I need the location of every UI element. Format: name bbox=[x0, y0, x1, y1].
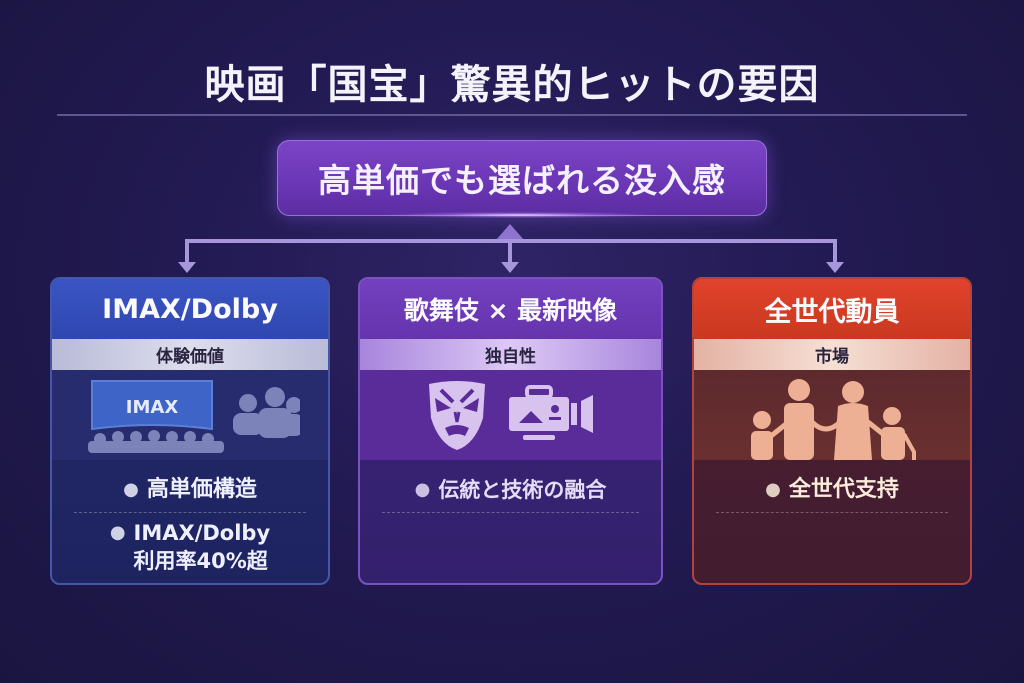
card-all-generations: 全世代動員 市場 ● 全世代支持 bbox=[692, 277, 972, 585]
card-heading: IMAX/Dolby bbox=[52, 279, 328, 339]
bullet-dot-icon: ● bbox=[414, 479, 431, 500]
card-body: ● 伝統と技術の融合 bbox=[360, 460, 661, 513]
title-divider bbox=[57, 114, 967, 116]
bullet-text: 高単価構造 bbox=[146, 477, 257, 502]
card-subheading: 市場 bbox=[694, 339, 970, 370]
arrow-down-icon bbox=[501, 262, 519, 273]
connector-left-stem bbox=[185, 239, 189, 263]
bullet-separator bbox=[74, 512, 306, 513]
bullet-text: 全世代支持 bbox=[788, 477, 899, 502]
card-art: IMAX bbox=[52, 370, 328, 460]
arrow-down-icon bbox=[178, 262, 196, 273]
card-subheading: 独自性 bbox=[360, 339, 661, 370]
page-title: 映画「国宝」驚異的ヒットの要因 bbox=[204, 62, 820, 108]
card-kabuki-visuals: 歌舞伎 × 最新映像 独自性 ● 伝統と技術の融合 bbox=[358, 277, 663, 585]
bullet-dot-icon: ● bbox=[765, 479, 781, 500]
card-heading: 全世代動員 bbox=[694, 279, 970, 339]
connector-middle-stem bbox=[508, 239, 512, 263]
bullet-item: ● 伝統と技術の融合 bbox=[360, 470, 661, 512]
card-art bbox=[360, 370, 661, 460]
bullet-text: IMAX/Dolby bbox=[133, 521, 271, 545]
bullet-text: 利用率40%超 bbox=[133, 549, 268, 573]
bullet-separator bbox=[716, 512, 948, 513]
hero-box: 高単価でも選ばれる没入感 bbox=[277, 140, 767, 216]
card-art bbox=[694, 370, 970, 460]
kabuki-mask-icon bbox=[428, 381, 485, 450]
bullet-dot-icon: ● bbox=[109, 522, 126, 543]
connector-right-stem bbox=[833, 239, 837, 263]
bullet-separator bbox=[382, 512, 639, 513]
family-silhouette-icon bbox=[751, 379, 916, 460]
arrow-down-icon bbox=[826, 262, 844, 273]
card-imax-dolby: IMAX/Dolby 体験価値 IMAX ● 高単価構造 ● bbox=[50, 277, 330, 585]
card-heading: 歌舞伎 × 最新映像 bbox=[360, 279, 661, 339]
bullet-text: 伝統と技術の融合 bbox=[438, 478, 607, 502]
imax-screen-label: IMAX bbox=[126, 397, 179, 418]
bullet-dot-icon: ● bbox=[123, 479, 139, 500]
bullet-item: ● 高単価構造 bbox=[52, 470, 328, 512]
video-camera-icon bbox=[508, 385, 593, 440]
card-body: ● 高単価構造 ● IMAX/Dolby 利用率40%超 bbox=[52, 460, 328, 583]
hero-label: 高単価でも選ばれる没入感 bbox=[318, 161, 726, 200]
connector-horizontal bbox=[187, 239, 837, 243]
hero-glow bbox=[390, 212, 650, 218]
card-body: ● 全世代支持 bbox=[694, 460, 970, 513]
bullet-item: ● IMAX/Dolby 利用率40%超 bbox=[52, 513, 328, 583]
connector-up-arrow-icon bbox=[496, 224, 524, 240]
card-subheading: 体験価値 bbox=[52, 339, 328, 370]
bullet-item: ● 全世代支持 bbox=[694, 470, 970, 512]
imax-theater-audience-icon: IMAX bbox=[88, 380, 300, 453]
